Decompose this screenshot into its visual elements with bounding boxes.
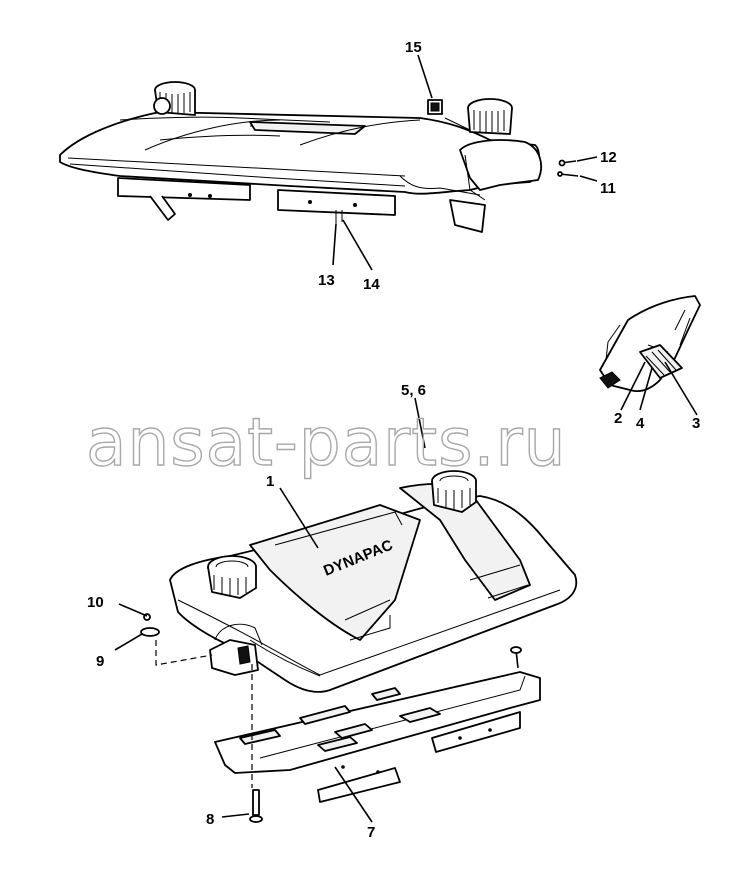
callout-5-6: 5, 6 [401,382,426,399]
hood-assembly-main-view [140,470,578,823]
callout-11: 11 [600,180,616,197]
hood-assembly-top-view [59,81,579,233]
callout-13: 13 [318,272,335,289]
site-watermark: ansat-parts.ru [86,404,566,481]
callout-1: 1 [266,473,274,490]
callout-12: 12 [600,149,617,166]
callout-4: 4 [636,415,645,432]
callout-7: 7 [367,824,375,841]
callout-2: 2 [614,410,622,427]
callout-9: 9 [96,653,104,670]
callout-14: 14 [363,276,380,293]
callout-8: 8 [206,811,214,828]
leader-lines [114,54,698,823]
callout-10: 10 [87,594,104,611]
mount-detail-inset [599,295,701,393]
callout-15: 15 [405,39,422,56]
callout-labels: 15 12 11 13 14 2 4 3 5, 6 1 10 9 8 7 [87,39,700,841]
callout-3: 3 [692,415,700,432]
